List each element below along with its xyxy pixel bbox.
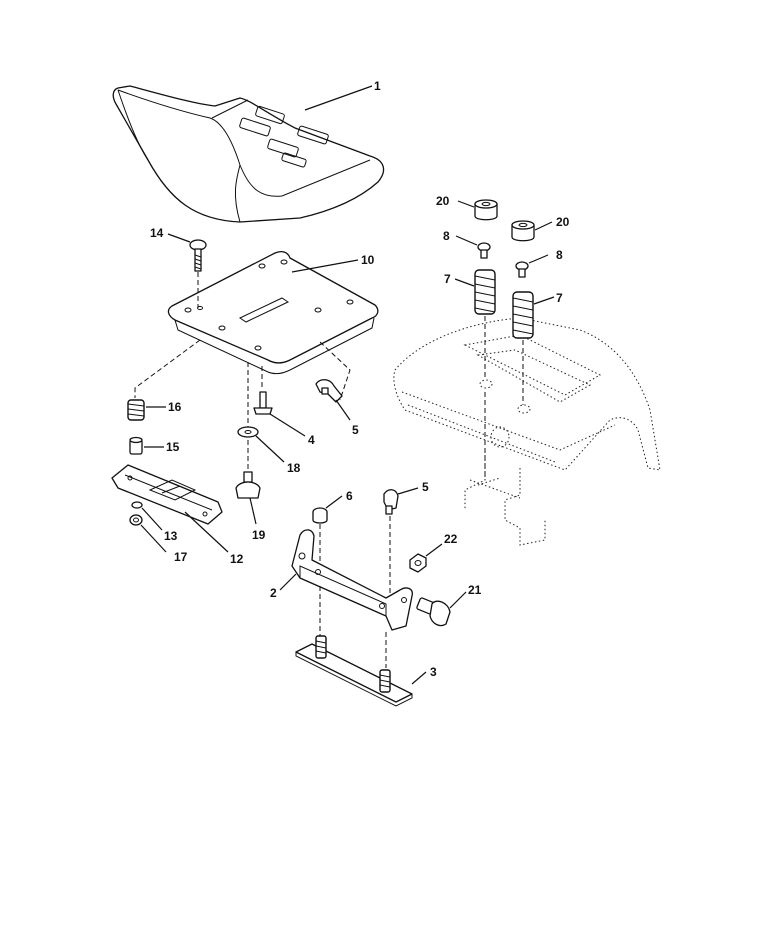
nut-6 [312, 507, 328, 524]
leader-13 [141, 507, 163, 531]
leader-5a [335, 399, 351, 421]
callout-16: 16 [168, 400, 182, 414]
bracket-2 [291, 529, 413, 631]
mounting-plate-3 [295, 635, 413, 707]
leader-7b [533, 296, 555, 305]
callout-12: 12 [230, 552, 244, 566]
bolt-8-right [515, 261, 529, 278]
leader-22 [425, 543, 443, 557]
leader-20b [534, 221, 553, 231]
callout-2: 2 [270, 586, 277, 600]
seat-slide [111, 464, 223, 525]
leader-6 [325, 495, 343, 509]
washer-18 [237, 426, 259, 438]
leader-5b [397, 487, 419, 495]
knob-19 [235, 471, 261, 499]
callout-8-right: 8 [556, 248, 563, 262]
leader-20a [457, 200, 475, 208]
spring-7-right [512, 291, 534, 339]
callout-7-right: 7 [556, 291, 563, 305]
callout-5-left: 5 [352, 423, 359, 437]
callout-20-right: 20 [556, 215, 570, 229]
callout-5-right: 5 [422, 480, 429, 494]
seat [112, 85, 385, 223]
callout-10: 10 [361, 253, 375, 267]
carriage-bolt [189, 239, 207, 272]
callout-22: 22 [444, 532, 458, 546]
leader-1 [304, 85, 373, 111]
seat-pan [167, 251, 379, 375]
leader-2 [279, 573, 297, 591]
leader-8b [528, 254, 549, 264]
bushing-20-left [474, 199, 498, 221]
leader-7a [454, 278, 475, 287]
callout-14: 14 [150, 226, 164, 240]
bolt-8-left [477, 242, 491, 259]
callout-21: 21 [468, 583, 482, 597]
leader-8a [455, 235, 478, 246]
leader-14 [167, 233, 191, 243]
leader-21 [449, 591, 467, 609]
leader-19 [249, 497, 257, 525]
leader-10 [291, 259, 359, 273]
bushing-20-right [511, 220, 535, 242]
callout-6: 6 [346, 489, 353, 503]
callout-17: 17 [174, 550, 188, 564]
callout-4: 4 [308, 433, 315, 447]
adjust-knob-left [315, 379, 343, 403]
callout-13: 13 [164, 529, 178, 543]
callout-1: 1 [374, 79, 381, 93]
spring-7-left [474, 269, 496, 315]
washer-13 [131, 501, 143, 509]
spring-16 [127, 399, 145, 421]
callout-8-left: 8 [443, 229, 450, 243]
callout-20-left: 20 [436, 194, 450, 208]
leader-17 [140, 524, 167, 553]
leader-12 [184, 511, 229, 553]
leader-4 [269, 413, 306, 437]
callout-18: 18 [287, 461, 301, 475]
adjust-knob-right [383, 489, 399, 515]
callout-7-left: 7 [444, 272, 451, 286]
leader-3 [411, 671, 427, 685]
callout-15: 15 [166, 440, 180, 454]
fender-outline [393, 317, 661, 546]
callout-3: 3 [430, 665, 437, 679]
bolt-4 [253, 391, 273, 415]
callout-19: 19 [252, 528, 266, 542]
nut-17 [129, 514, 143, 526]
spacer-15 [129, 436, 143, 455]
screw-21 [416, 597, 451, 627]
leader-18 [255, 435, 285, 463]
nut-22 [409, 553, 427, 573]
